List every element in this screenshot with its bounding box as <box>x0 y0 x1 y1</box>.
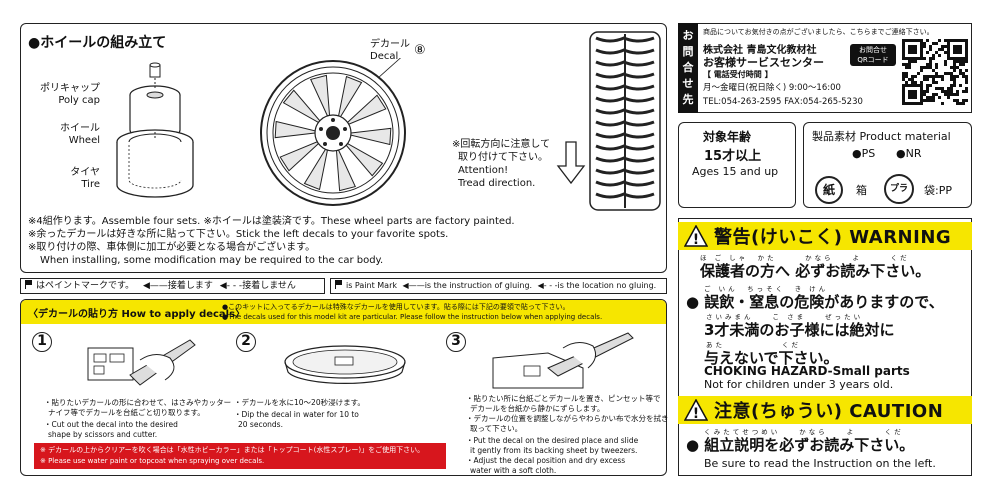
paint-note-jp: ※ デカールの上からクリアーを吹く場合は「水性ホビーカラー」または「トップコート… <box>40 446 425 454</box>
caution-ruby: くみたてせつめい かなら よ くだ <box>704 428 904 436</box>
warning-line-2: ● 誤飲・窒息の危険がありますので、 <box>686 293 944 311</box>
material-box: 箱 <box>856 184 867 197</box>
caution-line-1: ● 組立説明を必ずお読み下さい。 <box>686 436 915 454</box>
step-3-en-4: water with a soft cloth. <box>470 466 557 475</box>
step-1-jp-2: ナイフ等でデカールを台紙ごと切り取ります。 <box>48 408 205 417</box>
warning-line-1: 保護者の方へ 必ずお読み下さい。 <box>700 262 931 280</box>
step-3-jp-4: 取って下さい。 <box>470 424 523 433</box>
decal-label-jp: デカール <box>370 39 410 50</box>
tire-label-en: Tire <box>81 179 100 190</box>
material-panel <box>803 122 972 208</box>
step-3-en-1: ・Put the decal on the desired place and … <box>466 436 639 445</box>
step-2-jp: ・デカールを水に10〜20秒浸けます。 <box>234 398 365 407</box>
contact-center: お客様サービスセンター <box>703 56 824 69</box>
step-2-en-2: 20 seconds. <box>238 420 283 429</box>
polycap-label-en: Poly cap <box>58 95 100 106</box>
caution-line-en: Be sure to read the Instruction on the l… <box>704 457 936 470</box>
wheel-label-jp: ホイール <box>60 123 100 134</box>
qr-label-badge: お問合せ QRコード <box>850 44 896 66</box>
paint-note-en: ※ Please use water paint or topcoat when… <box>40 457 265 465</box>
age-value-en: Ages 15 and up <box>692 165 779 178</box>
contact-qr-code <box>902 39 968 105</box>
paint-note-box: ※ デカールの上からクリアーを吹く場合は「水性ホビーカラー」または「トップコート… <box>34 443 446 469</box>
assembly-title: ●ホイールの組み立て <box>28 35 167 51</box>
assembly-panel <box>20 23 667 273</box>
caution-header: ! 注意(ちゅうい) CAUTION <box>678 396 972 424</box>
material-bag: 袋:PP <box>924 184 952 197</box>
wheel-face-illustration <box>260 58 406 206</box>
tread-note-jp-2: 取り付けて下さい。 <box>458 152 548 163</box>
tire-label-jp: タイヤ <box>70 167 100 178</box>
step-1-cutting-illustration <box>87 339 196 386</box>
step-1-jp-1: ・貼りたいデカールの形に合わせて、はさみやカッター <box>44 398 232 407</box>
warning-ruby-4: あた くだ <box>706 341 801 349</box>
step-3-en-2: it gently from its backing sheet by twee… <box>470 446 638 455</box>
warning-panel <box>678 218 972 476</box>
legend-en: is Paint Mark ◀——is the instruction of g… <box>330 278 667 294</box>
step-3-en-3: ・Adjust the decal position and dry exces… <box>466 456 626 465</box>
contact-hours: 月〜金曜日(祝日除く) 9:00〜16:00 <box>703 83 841 93</box>
age-title: 対象年齢 <box>703 130 752 144</box>
warning-ruby-2: ご いん ちっそく き けん <box>704 285 829 293</box>
plastic-recycle-icon: プラ <box>884 174 914 204</box>
warning-choking-en: CHOKING HAZARD-Small parts <box>704 364 910 378</box>
step-3-jp-2: デカールを台紙から静かにずらします。 <box>470 404 605 413</box>
contact-phone: TEL:054-263-2595 FAX:054-265-5230 <box>703 97 863 107</box>
decal-howto-title: 〈デカールの貼り方 How to apply decals〉 <box>28 309 246 320</box>
step-3-jp-3: ・デカールの位置を調整しながらやわらかい布で水分を拭き <box>466 414 669 423</box>
warning-ruby-3: さいみまん こ さま ぜったい <box>706 313 864 321</box>
plastic-recycle-mark: プラ <box>889 184 908 194</box>
age-value-jp: 15才以上 <box>704 149 762 164</box>
warning-triangle-icon: ! <box>684 225 708 247</box>
material-title: 製品素材 Product material <box>812 130 951 143</box>
svg-text:!: ! <box>693 406 699 421</box>
warning-ruby-1: ほ ご しゃ かた かなら よ くだ <box>700 254 910 262</box>
warning-title: 警告(けいこく) WARNING <box>714 227 952 248</box>
step-1-number: 1 <box>32 332 52 352</box>
tread-note-jp-1: ※回転方向に注意して <box>452 139 551 150</box>
step-3-number: 3 <box>446 332 466 352</box>
step-2-water-dish-illustration <box>284 345 406 385</box>
contact-hours-label: 【 電話受付時間 】 <box>703 70 773 79</box>
assembly-note-2: ※余ったデカールは好きな所に貼って下さい。Stick the left deca… <box>28 229 449 240</box>
decal-label-en: Decal <box>370 51 399 62</box>
material-nr: ●NR <box>896 147 922 160</box>
decal-part-number: ⑧ <box>414 43 426 58</box>
warning-not-for: Not for children under 3 years old. <box>704 378 894 391</box>
assembly-note-1: ※4組作ります。Assemble four sets. ※ホイールは塗装済です。… <box>28 216 515 227</box>
step-3-jp-1: ・貼りたい所に台紙ごとデカールを置き、ピンセット等で <box>466 394 661 403</box>
legend-jp: はペイントマークです。 ◀——接着します ◀- - -接着しません <box>20 278 325 294</box>
contact-company: 株式会社 青島文化教材社 <box>703 45 817 56</box>
caution-title: 注意(ちゅうい) CAUTION <box>714 401 944 422</box>
caution-triangle-icon: ! <box>684 399 708 421</box>
warning-line-4: 与えないで下さい。 <box>704 349 839 367</box>
assembly-note-4: When installing, some modification may b… <box>40 255 384 266</box>
step-2-en-1: ・Dip the decal in water for 10 to <box>234 410 359 419</box>
warning-header: ! 警告(けいこく) WARNING <box>678 222 972 250</box>
step-3-applying-illustration <box>492 332 634 389</box>
paper-recycle-mark: 紙 <box>822 183 835 197</box>
warning-line-3: 3才未満のお子様には絶対に <box>704 321 895 339</box>
decal-howto-notice-en: ●The decals used for this model kit are … <box>222 313 603 321</box>
assembly-note-3: ※取り付けの際、車体側に加工が必要となる場合がございます。 <box>28 242 316 253</box>
step-2-number: 2 <box>236 332 256 352</box>
decal-howto-header-band <box>21 300 666 324</box>
polycap-label-jp: ポリキャップ <box>40 83 100 94</box>
tire-tread-illustration <box>589 31 661 211</box>
decal-howto-notice-jp: ●このキットに入ってるデカールは特殊なデカールを使用しています。貼る際には下記の… <box>222 303 570 311</box>
step-1-en-1: ・Cut out the decal into the desired <box>44 420 178 429</box>
tread-note-en-2: Tread direction. <box>458 178 536 189</box>
wheel-exploded-diagram <box>116 62 194 198</box>
decal-howto-panel <box>20 299 667 476</box>
tread-note-en-1: Attention! <box>458 165 509 176</box>
material-ps: ●PS <box>852 147 876 160</box>
svg-text:!: ! <box>693 232 699 247</box>
paper-recycle-icon: 紙 <box>815 176 843 204</box>
tread-arrow-icon <box>556 141 586 185</box>
contact-side-tab: お 問 合 せ 先 <box>678 23 698 113</box>
step-1-en-2: shape by scissors and cutter. <box>48 430 158 439</box>
contact-intro: 商品についてお気付きの点がございましたら、こちらまでご連絡下さい。 <box>703 28 934 36</box>
age-panel <box>678 122 796 208</box>
wheel-label-en: Wheel <box>68 135 100 146</box>
